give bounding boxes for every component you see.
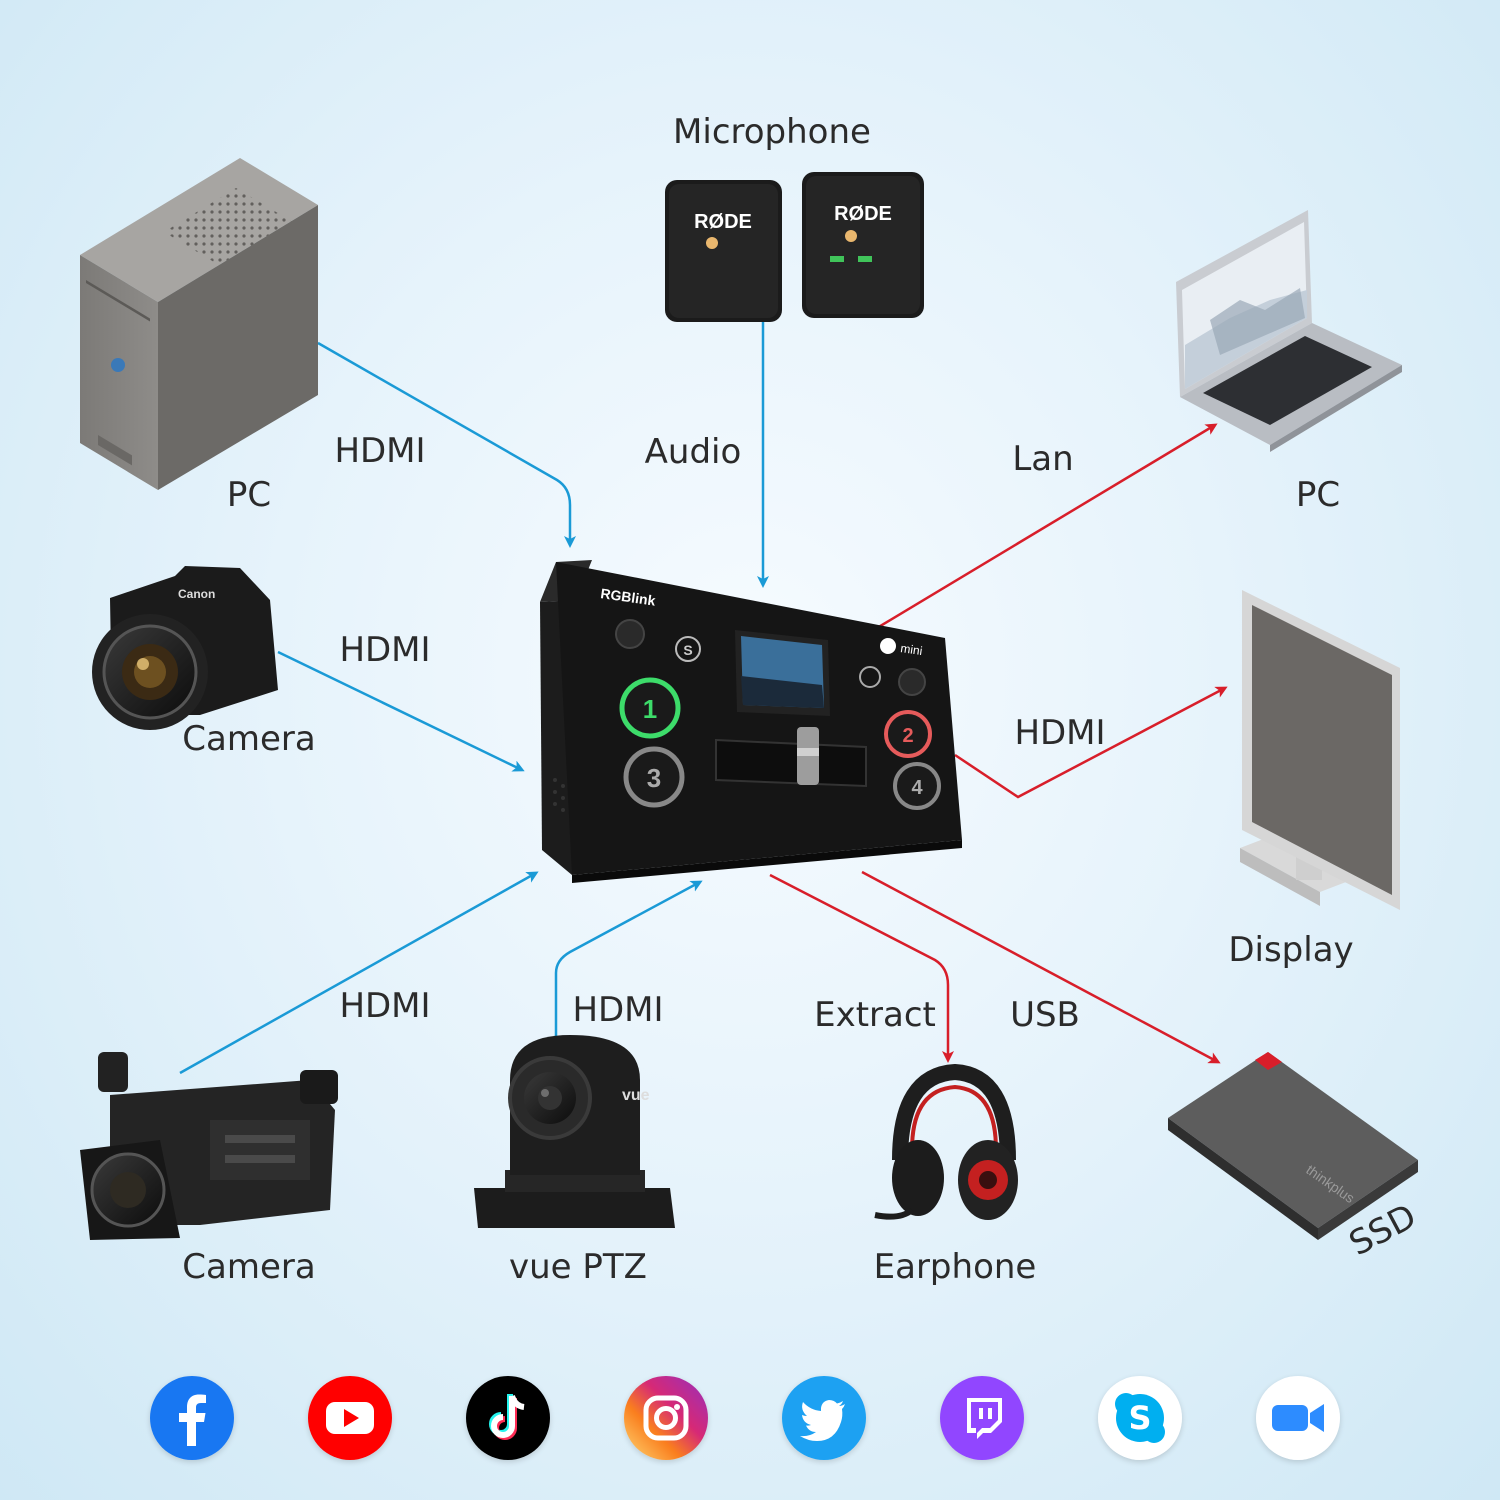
svg-text:S: S — [683, 642, 692, 658]
line-camera-hdmi — [277, 650, 525, 772]
svg-text:vue: vue — [622, 1087, 650, 1104]
camcorder — [80, 1052, 338, 1240]
switcher-button-3: 3 — [647, 763, 661, 793]
instagram-icon — [624, 1376, 708, 1460]
line-hdmi-display — [954, 686, 1228, 799]
mic-brand-1: RØDE — [694, 211, 752, 233]
laptop — [1176, 210, 1402, 452]
label-hdmi-display: HDMI — [1014, 713, 1105, 753]
social-platforms-row: S — [150, 1375, 1340, 1461]
label-hdmi-camera: HDMI — [339, 630, 430, 670]
svg-text:S: S — [1128, 1399, 1151, 1437]
label-hdmi-pc: HDMI — [334, 431, 425, 471]
label-pc-right: PC — [1296, 475, 1340, 515]
label-earphone: Earphone — [874, 1247, 1037, 1287]
label-display: Display — [1228, 930, 1353, 970]
twitter-icon — [782, 1376, 866, 1460]
display-monitor — [1240, 590, 1400, 910]
label-microphone: Microphone — [673, 112, 871, 152]
headphones — [874, 1063, 1018, 1220]
camera-brand: Canon — [178, 587, 215, 601]
diagram-labels: Microphone PC HDMI Audio Lan PC HDMI Cam… — [182, 112, 1423, 1287]
line-extract-earphone — [769, 873, 954, 1063]
ssd-drive: thinkplus — [1168, 1052, 1418, 1240]
facebook-icon — [150, 1376, 234, 1460]
output-lines — [769, 423, 1228, 1064]
youtube-icon — [308, 1376, 392, 1460]
line-camcorder-hdmi — [179, 871, 539, 1075]
line-usb-ssd — [861, 870, 1221, 1064]
input-lines — [179, 322, 769, 1075]
mic-brand-2: RØDE — [834, 203, 892, 225]
label-camera-top: Camera — [182, 719, 315, 759]
microphones: RØDE RØDE — [665, 172, 924, 322]
label-vue-ptz: vue PTZ — [509, 1247, 647, 1287]
skype-icon: S — [1098, 1376, 1182, 1460]
switcher-button-1: 1 — [643, 694, 657, 724]
label-camera-bottom: Camera — [182, 1247, 315, 1287]
label-extract: Extract — [814, 995, 936, 1035]
switcher-brand: RGBlink — [600, 585, 657, 609]
label-usb: USB — [1010, 995, 1080, 1035]
tiktok-icon — [466, 1376, 550, 1460]
switcher-button-4: 4 — [911, 777, 923, 799]
label-pc-left: PC — [227, 475, 271, 515]
pc-tower — [80, 158, 318, 490]
ptz-camera: vue — [474, 1035, 675, 1228]
switcher-model: mini — [900, 641, 924, 658]
twitch-icon — [940, 1376, 1024, 1460]
switcher-button-2: 2 — [902, 725, 913, 747]
rgblink-switcher: S RGBlink mini 1 3 2 4 — [540, 560, 962, 883]
label-lan: Lan — [1012, 439, 1073, 479]
label-hdmi-ptz: HDMI — [572, 990, 663, 1030]
zoom-icon — [1256, 1376, 1340, 1460]
dslr-camera: Canon — [92, 566, 278, 730]
line-pc-hdmi — [317, 341, 576, 548]
label-hdmi-camcorder: HDMI — [339, 986, 430, 1026]
label-audio: Audio — [645, 432, 742, 472]
line-lan-pc — [876, 423, 1218, 630]
line-ptz-hdmi — [554, 880, 703, 1040]
